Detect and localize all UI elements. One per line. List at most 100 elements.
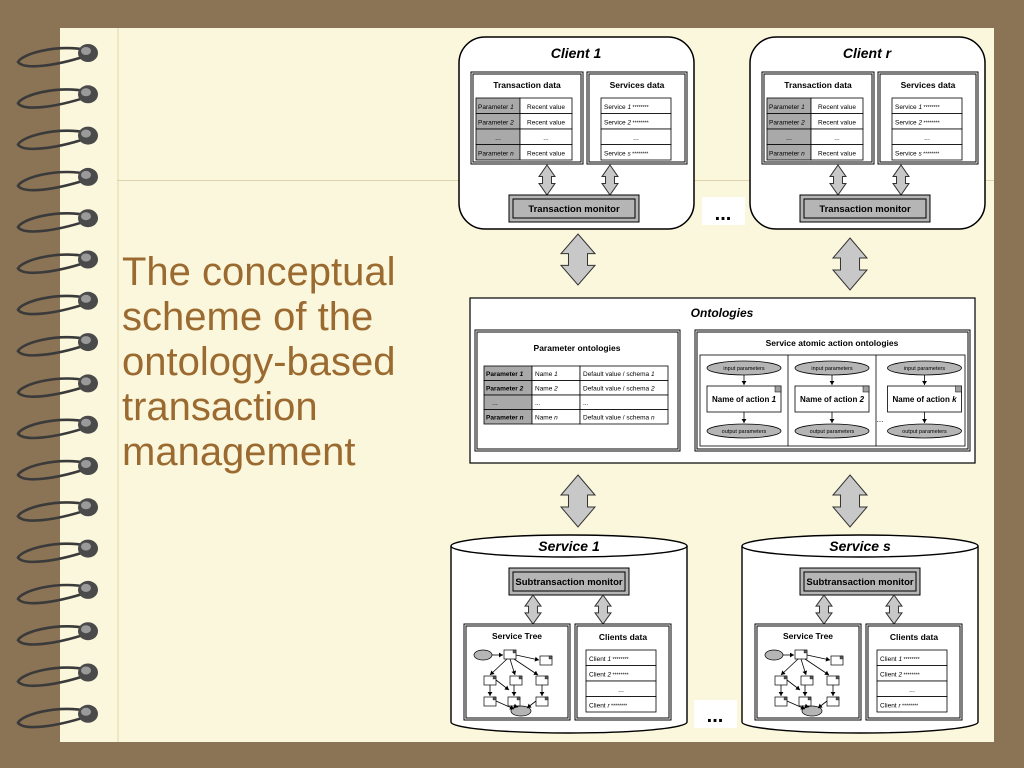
param-label: Parameter 2 [769,120,805,127]
tree-node [509,675,523,686]
client-label: Client r ******** [880,703,918,710]
param-label: ... [495,135,501,142]
action-name-label: Name of action k [892,395,957,404]
tree-node-corner [835,675,840,680]
ring-highlight [81,336,91,345]
tree-node-corner [544,675,549,680]
service-label: Service s ******** [895,151,939,158]
service-label: Service 1 ******** [604,104,649,111]
client-cell [876,696,948,713]
arrow-head [504,685,509,690]
connector-line [804,658,830,676]
service-title: Service 1 [538,538,600,554]
tree-node [800,675,814,686]
client-label: Client 1 ******** [589,656,629,663]
ellipsis-box [694,700,737,728]
ring-highlight [81,294,91,303]
arrow-head [790,652,794,658]
ring-highlight [81,212,91,221]
arrow-head [741,381,747,385]
service-label: ... [633,135,639,142]
arrow-head [778,692,784,696]
tree-node-corner [492,696,497,701]
arrow-head [511,670,517,675]
tree-node-corner [803,649,808,654]
arrow-head [922,419,927,423]
spiral-ring [16,253,89,275]
tree-node-corner [783,696,788,701]
service-label: Service 1 ******** [895,104,940,111]
parameter-ontologies-panel-inner [476,331,679,450]
spiral-ring [16,170,89,192]
service-action-ontologies-panel-inner [696,331,969,450]
tree-end-node [510,705,532,717]
value-label: Recent value [527,120,565,127]
action-corner [862,385,870,393]
ring-highlight [81,501,91,510]
client-label: ... [909,687,915,694]
input-parameters-label: input parameters [904,366,946,372]
input-parameters-label: input parameters [811,366,853,372]
client-label: ... [618,687,624,694]
output-parameters-label: output parameters [722,429,767,435]
arrow-head [533,670,538,675]
transaction-data-label: Transaction data [493,80,561,90]
services-data-panel-inner [588,73,686,163]
ontologies-title: Ontologies [691,306,754,320]
arrow-head [490,670,495,675]
tree-node-corner [544,696,549,701]
spiral-ring [16,418,89,440]
ring-highlight [81,418,91,427]
arrow-head [539,692,545,696]
value-label: Recent value [818,120,856,127]
ring-highlight [81,583,91,592]
ont-default-label: ... [583,400,589,407]
spiral-ring [16,88,89,109]
ont-default-label: Default value / schema n [583,415,655,422]
output-parameters-label: output parameters [810,429,855,435]
arrow-head [527,703,532,708]
transaction-data-label: Transaction data [784,80,852,90]
param-label: Parameter n [478,151,514,158]
clients-data-panel-inner [576,625,670,719]
arrow-head [509,705,514,710]
ring-highlight [81,253,91,262]
client-label: Client 1 ******** [880,656,920,663]
client-label: Client r ******** [589,703,627,710]
tree-node-corner [783,675,788,680]
param-label: Parameter 2 [478,120,514,127]
client-label: Client 2 ******** [880,672,920,679]
service-label: Service s ******** [604,151,648,158]
spiral-ring [16,46,89,68]
large-double-arrow [559,474,597,528]
arrow-head [825,656,830,662]
subtransaction-monitor-inner [803,571,917,592]
tree-end-node [801,705,823,717]
ont-param-label: Parameter n [486,415,524,422]
output-parameters-ellipse [887,423,962,439]
transaction-data-panel-inner [472,73,582,163]
param-label: Parameter n [769,151,805,158]
tree-node-corner [809,675,814,680]
value-label: Recent value [527,151,565,158]
large-double-arrow [831,237,869,291]
ont-param-label: ... [492,400,498,407]
value-label: ... [543,135,549,142]
arrow-head [804,703,809,709]
services-data-label: Services data [610,80,665,90]
spiral-ring [16,501,89,522]
spiral-ring [16,707,89,729]
subtransaction-monitor-inner [512,571,626,592]
client-title: Client r [843,45,893,61]
service-label: Service 2 ******** [604,120,649,127]
ring-highlight [81,88,91,97]
slide-title: The conceptual scheme of the ontology-ba… [122,250,452,475]
arrow-head [513,703,518,709]
arrow-head [922,381,927,385]
tree-root-node [764,649,784,661]
service-tree-label: Service Tree [783,631,833,641]
service-tree-panel-inner [465,625,569,719]
